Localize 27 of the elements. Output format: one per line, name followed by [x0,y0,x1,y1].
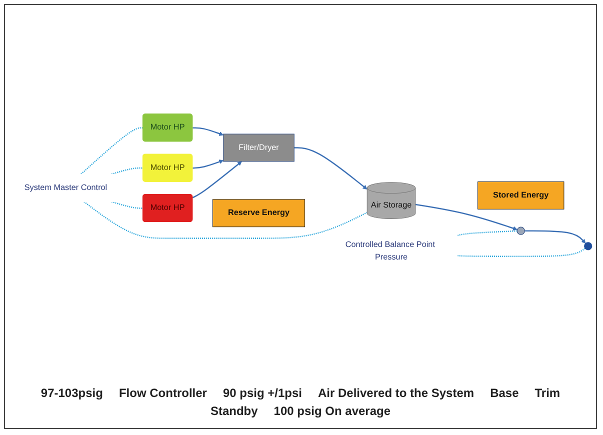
note-text: 100 psig On average [274,404,391,418]
connector [84,201,368,239]
arrow [192,127,224,136]
note-text: Flow Controller [118,386,207,400]
arrow [192,160,224,169]
arrow [294,147,368,190]
note-text: 97-103psig [40,386,103,400]
connector [111,201,143,209]
note-text: 90 psig +/1psi [222,386,302,400]
note-text: Air Delivered to the System [318,386,474,400]
note-text: Trim [534,386,560,400]
note-text: Standby [210,404,258,418]
node-circle [584,242,592,250]
connector [111,167,143,175]
node-box: Reserve Energy [212,199,306,228]
node-circle [516,226,525,235]
connector [457,248,586,257]
node-text: System Master Control [24,183,108,192]
node-box: Stored Energy [478,181,564,210]
note-text: Base [490,386,519,400]
node-box: Filter/Dryer [223,134,294,162]
arrow [192,161,242,198]
arrow [415,204,518,230]
connector [80,127,143,175]
arrow [524,230,586,244]
node-text: Controlled Balance Point Pressure [345,240,435,262]
connector [457,230,518,236]
